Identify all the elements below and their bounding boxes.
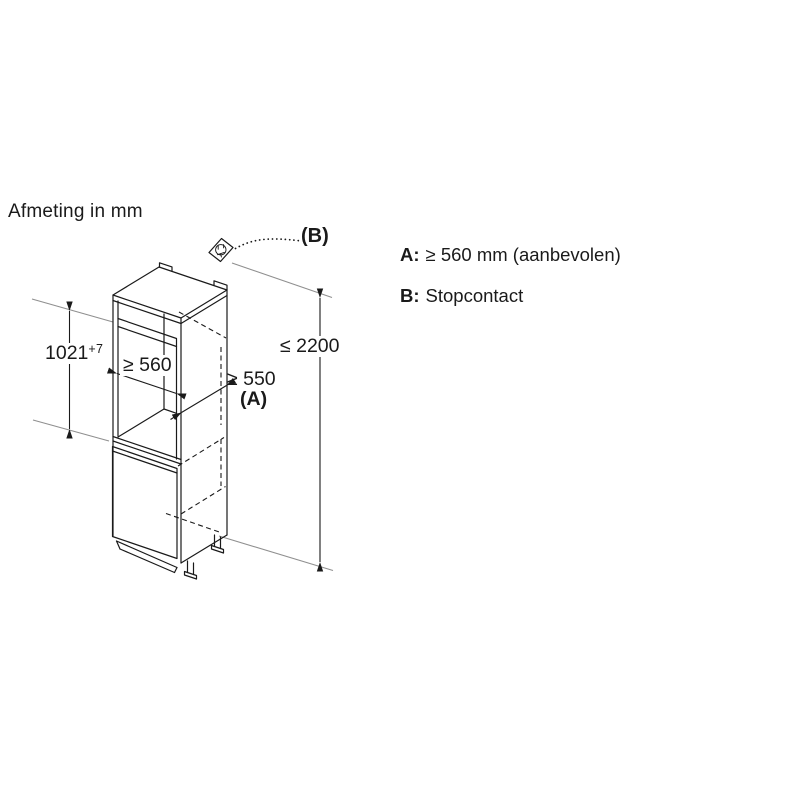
- niche-height-value: 1021: [45, 342, 89, 364]
- callout-b-label: (B): [301, 225, 329, 247]
- extension-lines: [31, 262, 334, 572]
- legend-item-b: B:Stopcontact: [400, 285, 523, 307]
- dim-label-depth-ref: (A): [240, 388, 268, 410]
- legend-item-a: A:≥ 560 mm (aanbevolen): [400, 244, 621, 266]
- dim-label-depth: ≥ 550: [227, 368, 276, 390]
- hidden-edges: [165, 311, 227, 534]
- legend-text-b: Stopcontact: [425, 285, 524, 306]
- legend-key-a: A:: [400, 244, 420, 265]
- dim-line-depth: [171, 377, 237, 421]
- lower-door: [111, 445, 178, 560]
- dotted-leader-b: [234, 238, 301, 250]
- legend-text-a: ≥ 560 mm (aanbevolen): [425, 244, 621, 265]
- dim-label-socket-height: ≤ 2200: [277, 336, 343, 357]
- adjustable-feet: [183, 534, 225, 580]
- power-socket-icon: [208, 237, 234, 263]
- legend-key-b: B:: [400, 285, 420, 306]
- top-back-left-tab: [158, 262, 173, 272]
- plinth: [115, 540, 178, 574]
- page-title: Afmeting in mm: [8, 201, 143, 222]
- niche-height-tolerance: +7: [88, 342, 104, 356]
- dim-label-niche-height: 1021+7: [42, 342, 107, 364]
- dim-label-niche-width: ≥ 560: [120, 355, 175, 376]
- cabinet-outline: [111, 262, 228, 580]
- dim-line-niche-width: [106, 367, 187, 400]
- top-back-right-tab: [213, 280, 228, 291]
- floor-line: [218, 535, 334, 572]
